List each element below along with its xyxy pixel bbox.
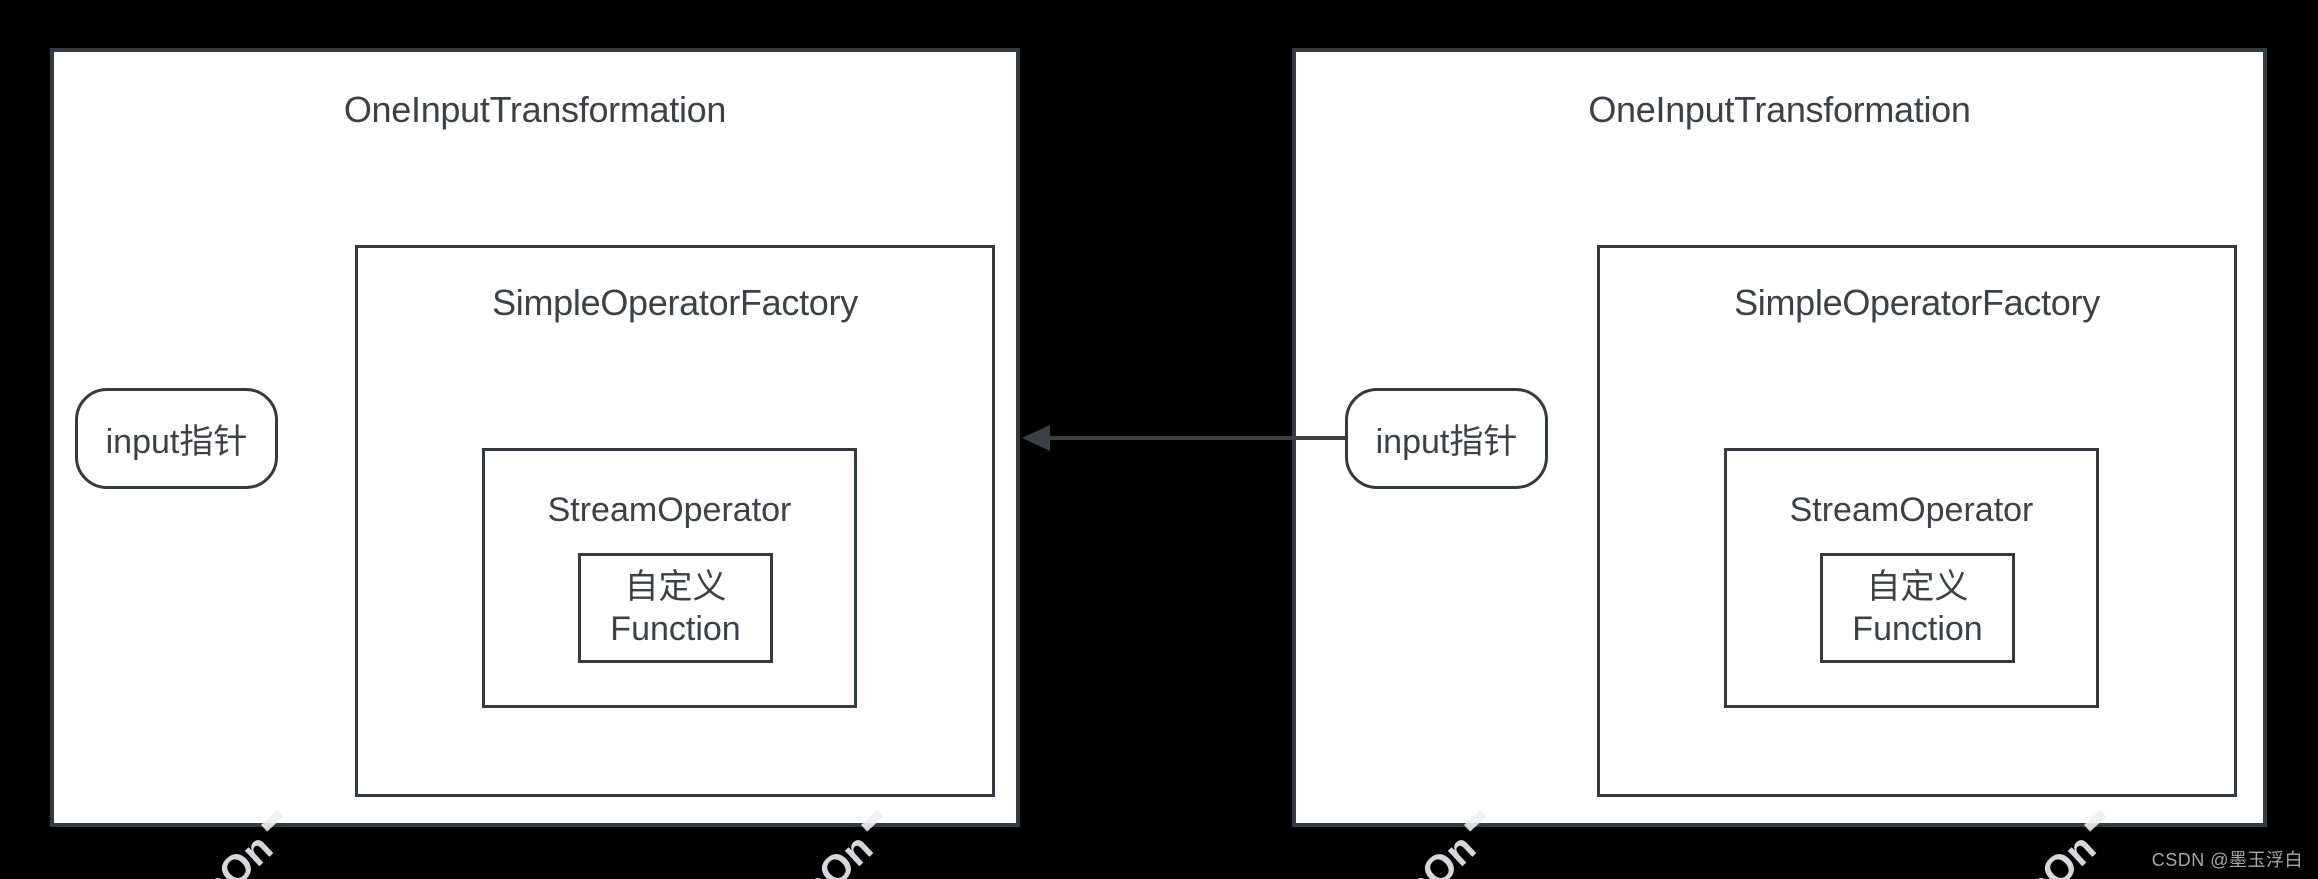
factory-box-title: SimpleOperatorFactory [1734,282,2100,323]
simple-operator-factory-box: SimpleOperatorFactory StreamOperator 自定义… [1597,245,2237,797]
function-label-line1: 自定义 [624,568,727,606]
arrow-line [1046,436,1345,440]
watermark-text: ProcessOn [1920,826,2104,879]
input-pointer-pill: input指针 [75,388,278,489]
custom-function-box: 自定义 Function [1820,553,2015,663]
outer-box-title: OneInputTransformation [1588,89,1971,130]
custom-function-box: 自定义 Function [578,553,773,663]
processon-watermark: ProcessOn [695,809,884,879]
input-pointer-label: input指针 [105,423,248,461]
processon-watermark: ProcessOn [1918,809,2107,879]
operator-box-title: StreamOperator [547,491,792,529]
watermark-text: ProcessOn [697,826,881,879]
function-label-line2: Function [610,610,741,648]
function-label-line2: Function [1852,610,1983,648]
simple-operator-factory-box: SimpleOperatorFactory StreamOperator 自定义… [355,245,995,797]
stream-operator-box: StreamOperator 自定义 Function [482,448,857,708]
one-input-transformation-box-left: OneInputTransformation input指针 SimpleOpe… [50,48,1020,827]
watermark-text: ProcessOn [1300,826,1484,879]
csdn-credit: CSDN @墨玉浮白 [2151,850,2303,870]
processon-watermark: ProcessOn [95,809,284,879]
operator-box-title: StreamOperator [1789,491,2034,529]
watermark-text: ProcessOn [97,826,281,879]
outer-box-title: OneInputTransformation [343,89,727,130]
processon-watermark: ProcessOn [1298,809,1487,879]
input-pointer-pill: input指针 [1345,388,1548,489]
stream-operator-box: StreamOperator 自定义 Function [1724,448,2099,708]
input-pointer-label: input指针 [1375,423,1518,461]
one-input-transformation-box-right: OneInputTransformation input指针 SimpleOpe… [1292,48,2267,827]
function-label-line1: 自定义 [1866,568,1969,606]
factory-box-title: SimpleOperatorFactory [492,282,858,323]
arrow-head-icon [1022,425,1050,451]
